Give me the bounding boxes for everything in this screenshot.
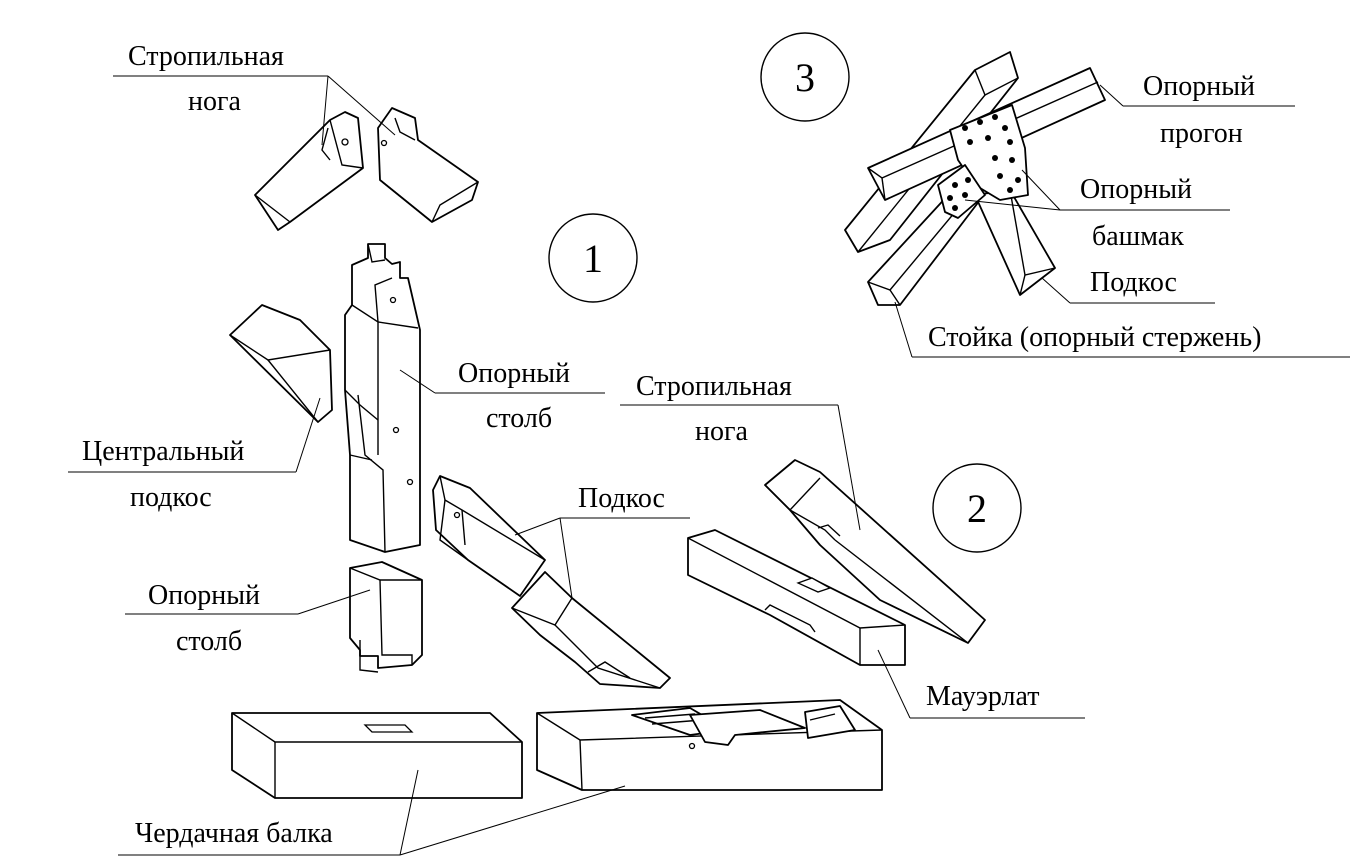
- label-central-brace-2: подкос: [130, 482, 212, 513]
- label-post-1: Опорный: [458, 358, 570, 389]
- label-rafter-top-1: Стропильная: [128, 41, 284, 72]
- bolt-pattern: [947, 114, 1021, 211]
- label-central-brace-1: Центральный: [82, 436, 244, 467]
- support-post-lower: [349, 561, 423, 673]
- brace-pair: [432, 475, 671, 689]
- svg-text:3: 3: [795, 55, 815, 100]
- label-post-lower-1: Опорный: [148, 580, 260, 611]
- label-brace: Подкос: [578, 483, 665, 514]
- mauerlat-rafter-joint: [687, 459, 986, 666]
- marker-1: 1: [548, 213, 638, 303]
- label-purlin-2: прогон: [1160, 118, 1243, 149]
- marker-2: 2: [932, 463, 1022, 553]
- label-rack: Стойка (опорный стержень): [928, 322, 1261, 353]
- marker-3: 3: [760, 32, 850, 122]
- leader-lines: [68, 75, 1350, 856]
- central-brace: [229, 304, 333, 423]
- support-post-upper: [344, 243, 421, 553]
- ceiling-beam-left: [231, 712, 523, 799]
- label-post-lower-2: столб: [176, 626, 242, 657]
- label-rafter-mid-2: нога: [695, 416, 748, 447]
- label-shoe-1: Опорный: [1080, 174, 1192, 205]
- svg-text:1: 1: [583, 236, 603, 281]
- label-post-2: столб: [486, 403, 552, 434]
- label-ceiling-beam: Чердачная балка: [135, 818, 333, 849]
- rafter-leg-pair-top: [254, 107, 479, 231]
- label-shoe-2: башмак: [1092, 221, 1184, 252]
- labels: Стропильная нога Опорный столб Центральн…: [82, 41, 1261, 849]
- ceiling-beam-right: [536, 699, 883, 791]
- label-rafter-top-2: нога: [188, 86, 241, 117]
- label-rafter-mid-1: Стропильная: [636, 371, 792, 402]
- label-purlin-1: Опорный: [1143, 71, 1255, 102]
- label-brace-3: Подкос: [1090, 267, 1177, 298]
- purlin-shoe-joint: [844, 51, 1106, 306]
- svg-text:2: 2: [967, 486, 987, 531]
- label-mauerlat: Мауэрлат: [926, 681, 1039, 712]
